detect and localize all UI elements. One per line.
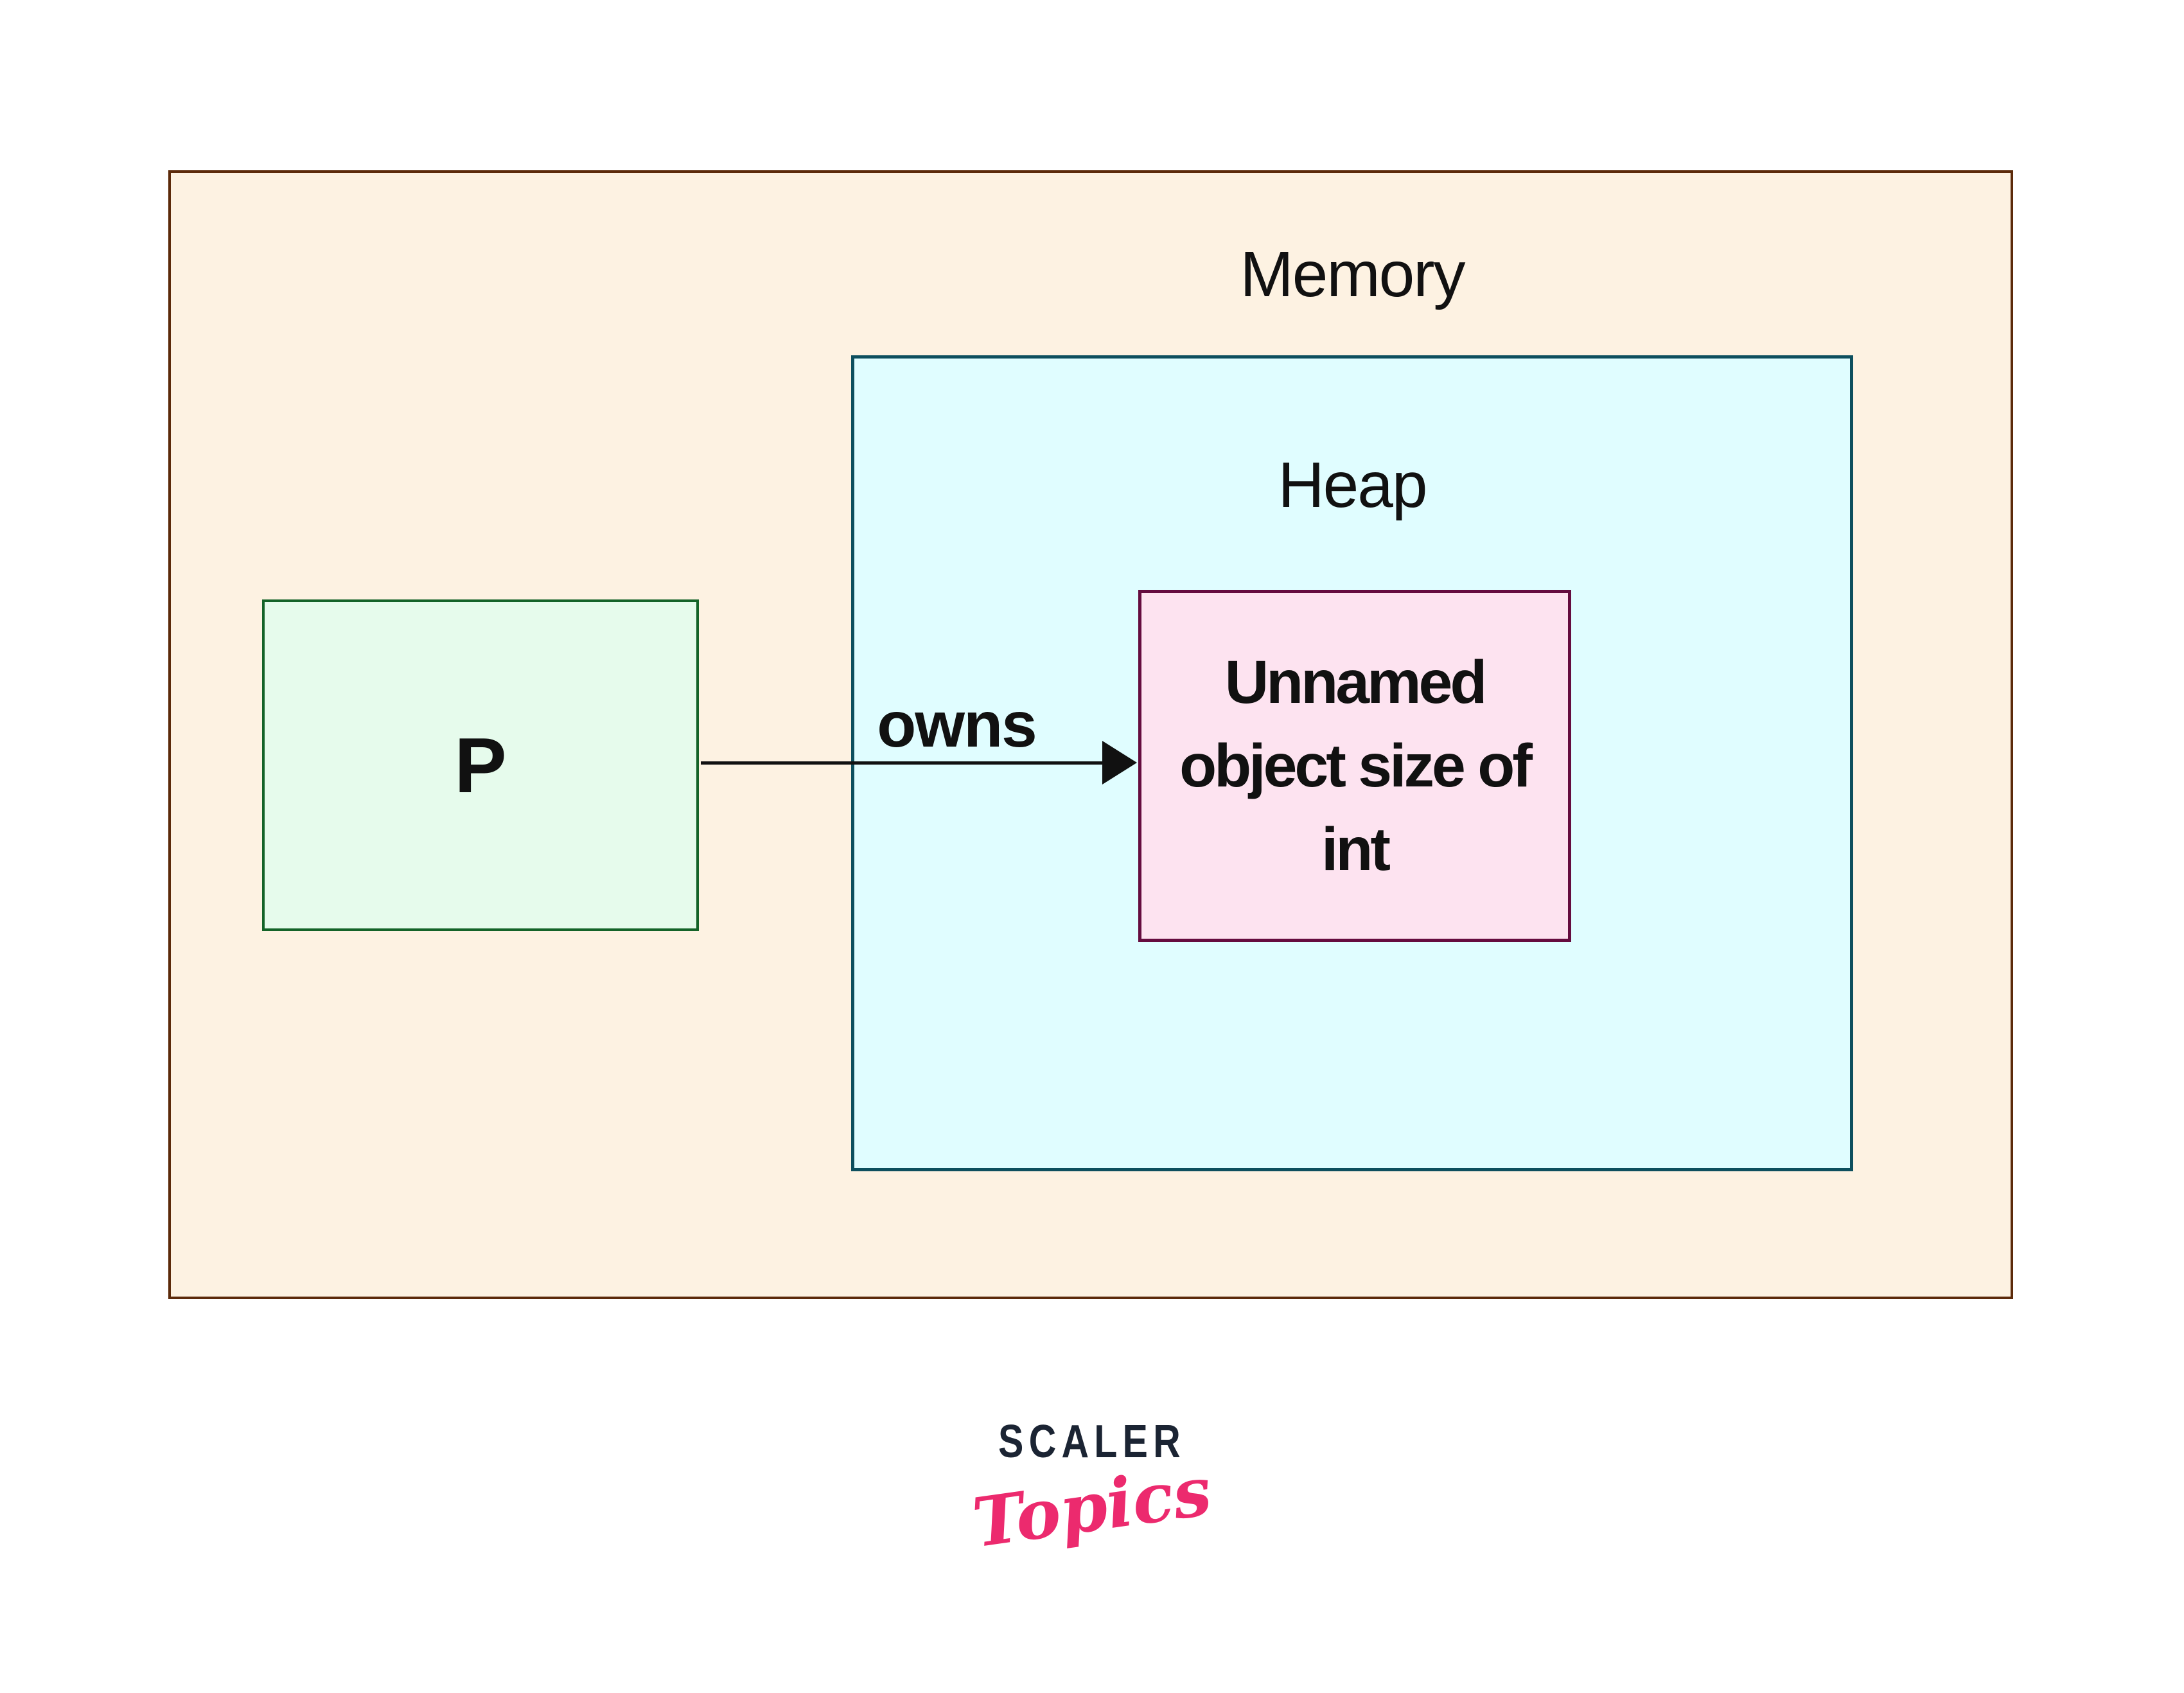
- memory-label: Memory: [1240, 238, 1465, 310]
- heap-label: Heap: [1278, 449, 1427, 521]
- unnamed-object-line-1: Unnamed: [1224, 648, 1488, 716]
- pointer-box: P: [262, 599, 699, 931]
- unnamed-object-line-3: int: [1321, 815, 1391, 883]
- scaler-topics-logo: SCALER Topics: [964, 1416, 1220, 1563]
- owns-arrow-head-icon: [1102, 741, 1137, 784]
- unnamed-object-box: Unnamed object size of int: [1138, 590, 1571, 942]
- pointer-label: P: [454, 722, 507, 809]
- owns-arrow-line: [701, 761, 1109, 765]
- unnamed-object-label: Unnamed object size of int: [1179, 641, 1533, 891]
- scaler-wordmark: SCALER: [998, 1416, 1186, 1467]
- owns-relation-label: owns: [877, 689, 1037, 761]
- unnamed-object-line-2: object size of: [1179, 732, 1533, 800]
